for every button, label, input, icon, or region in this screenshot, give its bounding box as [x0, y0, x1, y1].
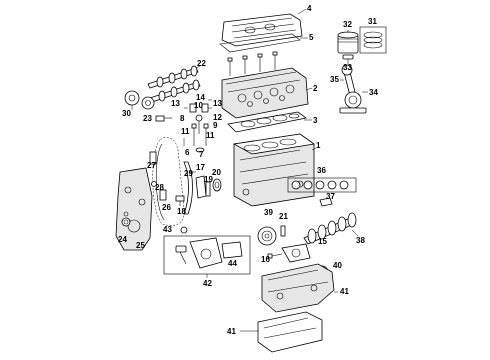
callout-13a: 13 — [171, 99, 180, 108]
camshaft-lower — [149, 79, 201, 103]
head-gasket — [227, 111, 307, 133]
callout-29: 29 — [184, 169, 193, 178]
callout-3: 3 — [313, 116, 318, 125]
cam-sprocket — [124, 90, 155, 110]
callout-7: 7 — [199, 150, 204, 159]
callout-15: 15 — [318, 237, 327, 246]
callout-11b: 11 — [206, 131, 215, 140]
callout-28: 28 — [155, 183, 164, 192]
callout-24: 24 — [118, 235, 127, 244]
oring-20 — [212, 178, 222, 192]
callout-16: 16 — [261, 255, 270, 264]
callout-37: 37 — [326, 192, 335, 201]
callout-43: 43 — [163, 225, 172, 234]
callout-18: 18 — [177, 207, 186, 216]
crank-pulley — [257, 226, 277, 246]
piston-pin — [342, 54, 354, 60]
callout-9: 9 — [213, 121, 218, 130]
callout-38: 38 — [356, 236, 365, 245]
oil-pump-bolt-16 — [267, 253, 283, 259]
callout-36: 36 — [317, 166, 326, 175]
camshaft-upper — [147, 65, 199, 89]
callout-25: 25 — [136, 241, 145, 250]
callout-1: 1 — [316, 141, 321, 150]
lower-oil-pan — [257, 311, 323, 353]
callout-12: 12 — [213, 113, 222, 122]
callout-39: 39 — [264, 208, 273, 217]
callout-13b: 13 — [213, 99, 222, 108]
callout-44: 44 — [228, 259, 237, 268]
valve-cover-gasket — [219, 33, 301, 53]
callout-8: 8 — [180, 114, 185, 123]
callout-2: 2 — [313, 84, 318, 93]
head-bolts — [227, 51, 278, 76]
callout-5: 5 — [309, 33, 314, 42]
bolt-23 — [155, 115, 172, 122]
timing-chain — [152, 137, 185, 226]
callout-41a: 41 — [340, 287, 349, 296]
seal-43 — [180, 226, 188, 234]
callout-4: 4 — [307, 4, 312, 13]
main-bearings — [287, 177, 357, 193]
cylinder-head — [221, 67, 309, 119]
valve-cover — [221, 13, 303, 47]
callout-17: 17 — [196, 163, 205, 172]
rocker-arm-parts — [189, 103, 209, 153]
oil-filter-box — [163, 235, 251, 275]
callout-41b: 41 — [227, 327, 236, 336]
piston-rings-box — [359, 26, 387, 54]
pulley-bolt-21 — [280, 225, 286, 237]
callout-31: 31 — [368, 17, 377, 26]
part-26 — [159, 189, 167, 201]
tensioner-19 — [205, 181, 211, 197]
callout-34: 34 — [369, 88, 378, 97]
callout-27: 27 — [147, 161, 156, 170]
callout-10: 10 — [194, 101, 203, 110]
callout-19: 19 — [204, 175, 213, 184]
callout-6: 6 — [185, 148, 190, 157]
callout-40: 40 — [333, 261, 342, 270]
part-21-small — [151, 181, 157, 187]
callout-35: 35 — [330, 75, 339, 84]
callout-21: 21 — [279, 212, 288, 221]
callout-23: 23 — [143, 114, 152, 123]
connecting-rod — [339, 64, 367, 114]
chain-tensioner-27 — [149, 151, 157, 165]
callout-30: 30 — [122, 109, 131, 118]
bolt-18 — [175, 195, 185, 206]
callout-26: 26 — [162, 203, 171, 212]
engine-block — [232, 133, 316, 207]
callout-33: 33 — [343, 63, 352, 72]
crankshaft — [303, 212, 357, 245]
piston — [337, 31, 359, 54]
callout-11a: 11 — [181, 127, 190, 136]
seal-24 — [121, 217, 131, 227]
upper-oil-pan — [261, 263, 335, 313]
callout-14: 14 — [196, 93, 205, 102]
callout-32: 32 — [343, 20, 352, 29]
timing-cover — [115, 167, 153, 251]
oil-pump — [281, 243, 311, 263]
callout-22: 22 — [197, 59, 206, 68]
callout-labels: 4 5 32 31 33 35 34 2 3 1 22 30 14 13 10 … — [118, 4, 378, 336]
chain-guide — [183, 161, 193, 215]
callout-42: 42 — [203, 279, 212, 288]
callout-20: 20 — [212, 168, 221, 177]
thrust-washer-37 — [319, 197, 333, 207]
